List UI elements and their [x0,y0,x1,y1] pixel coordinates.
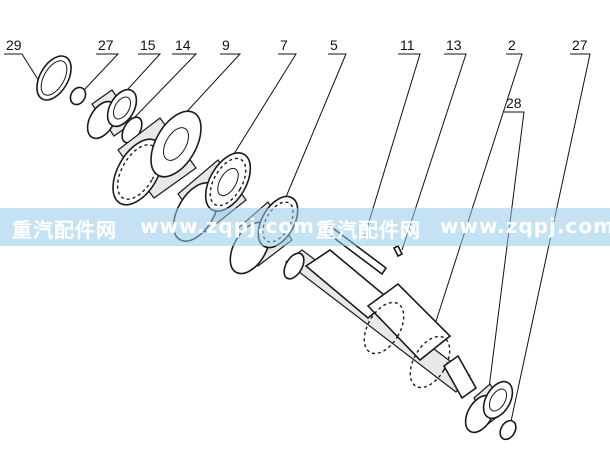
watermark-text-cn-2: 重汽配件网 [316,218,421,242]
part-label-5: 5 [330,37,338,53]
leader-14 [133,53,198,119]
part-9-gear [112,110,202,206]
part-label-11: 11 [400,37,415,53]
part-label-28: 28 [506,95,522,111]
part-label-29: 29 [6,37,22,53]
leader-11 [363,53,421,239]
leader-5 [277,53,347,217]
part-15-bearing [86,88,138,140]
watermark-text-cn-1: 重汽配件网 [12,218,117,242]
leader-2 [429,53,523,341]
part-28-bearing [464,380,514,434]
watermark-text-url-2: www.zqpj.com [440,214,610,238]
part-label-15: 15 [140,37,156,53]
part-label-13: 13 [446,37,462,53]
leader-9 [167,53,242,133]
leader-15 [117,53,162,101]
part-29-snap-ring [36,55,72,101]
leader-7 [223,53,297,171]
part-label-27-left: 27 [98,37,114,53]
leader-27-right [509,53,591,427]
part-label-14: 14 [175,37,191,53]
part-label-7: 7 [280,37,288,53]
leader-27-left [83,53,120,91]
part-label-2: 2 [508,37,516,53]
watermark-band [0,208,610,246]
part-13-pin [392,244,404,258]
part-label-9: 9 [222,37,230,53]
part-2-main-shaft [283,249,478,400]
watermark-text-url-1: www.zqpj.com [140,214,315,238]
part-27-circlip-left [69,86,87,106]
leader-29 [4,53,43,87]
part-27-circlip-right [499,419,517,441]
leader-13 [401,53,467,251]
part-label-27-right: 27 [572,37,588,53]
leader-28 [487,111,525,397]
